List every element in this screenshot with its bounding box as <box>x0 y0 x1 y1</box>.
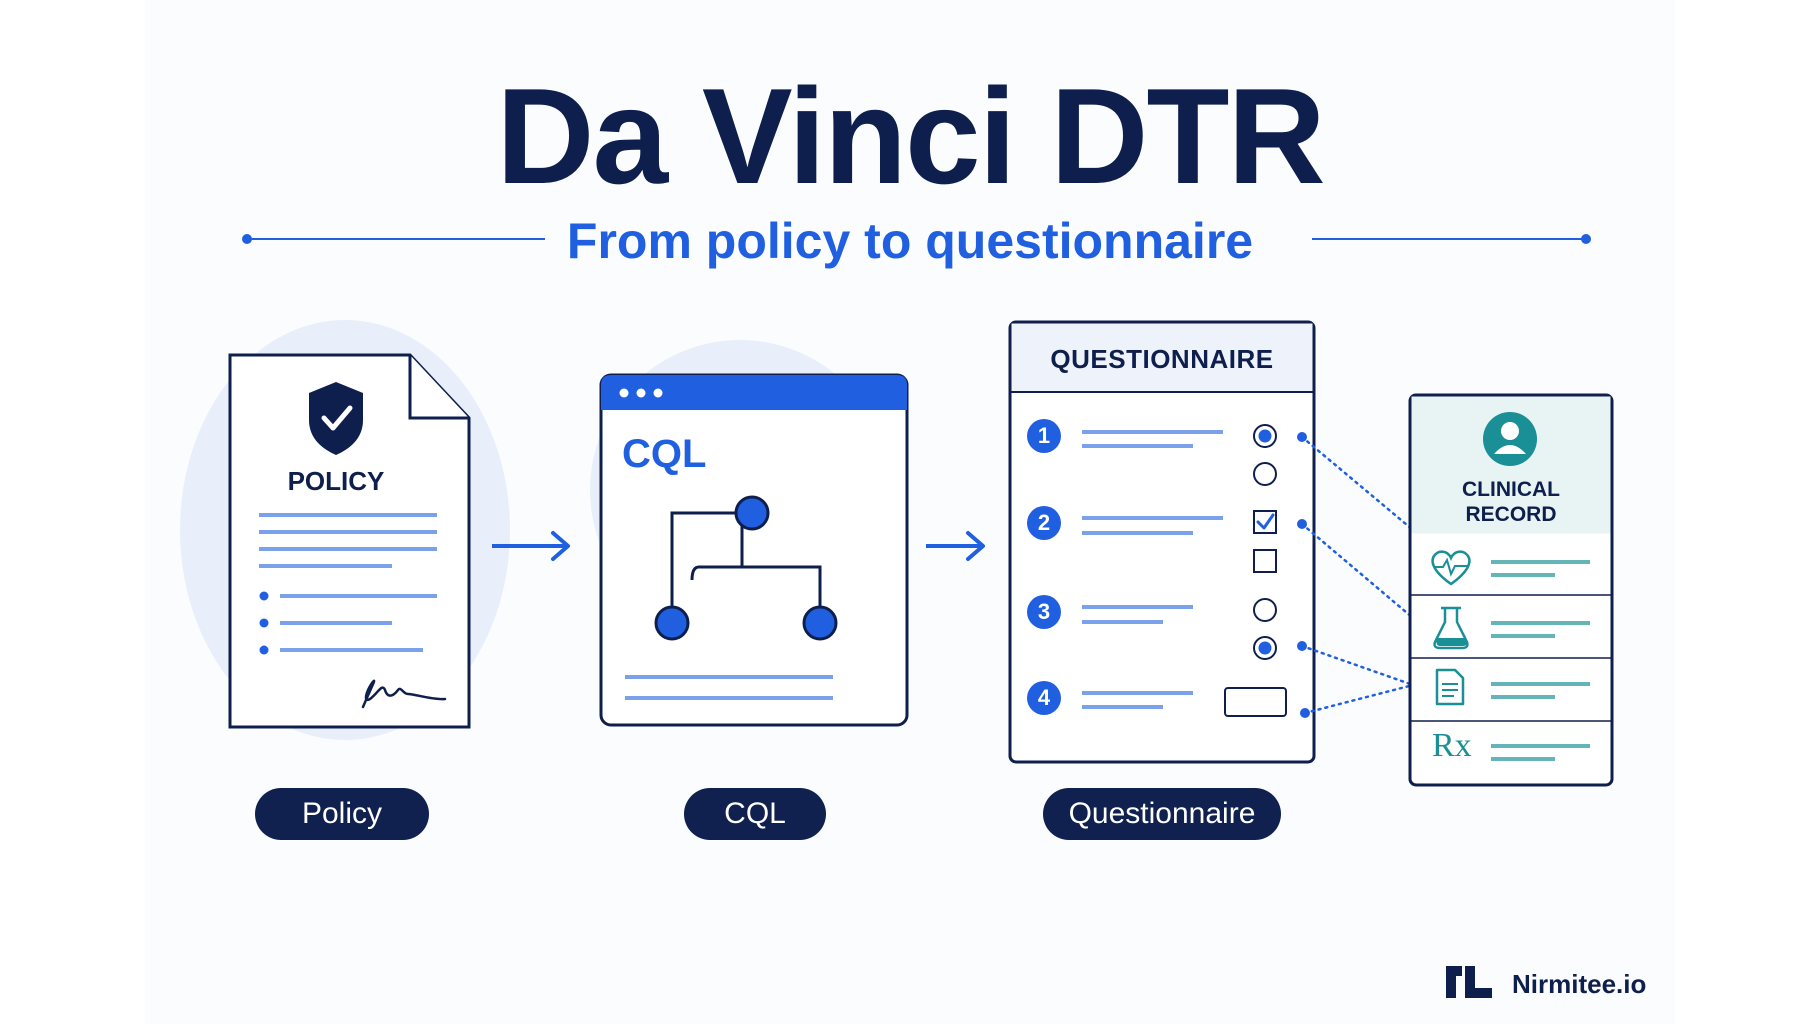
checkbox-q2-empty[interactable] <box>1253 549 1277 573</box>
radio-q3-empty[interactable] <box>1253 598 1277 622</box>
clinical-record-heading: CLINICAL RECORD <box>1412 477 1610 527</box>
policy-pill: Policy <box>255 788 429 840</box>
page-subtitle: From policy to questionnaire <box>566 213 1254 269</box>
questionnaire-card <box>1008 320 1316 764</box>
window-dot <box>619 388 629 398</box>
brand-name: Nirmitee.io <box>1512 969 1647 999</box>
subtitle-rule-left <box>242 234 545 244</box>
cql-window-heading: CQL <box>622 432 707 476</box>
clinical-record-card <box>1408 393 1614 787</box>
questionnaire-pill: Questionnaire <box>1043 788 1281 840</box>
document-icon <box>1435 668 1465 706</box>
signature <box>361 679 447 709</box>
shield-check-icon <box>309 382 363 455</box>
question-number-1: 1 <box>1027 419 1061 453</box>
flask-icon <box>1433 606 1469 650</box>
window-dot <box>636 388 646 398</box>
question-number-3: 3 <box>1027 595 1061 629</box>
heart-pulse-icon <box>1431 550 1471 586</box>
patient-avatar-icon <box>1483 412 1537 466</box>
policy-document <box>228 353 471 729</box>
question-number-2: 2 <box>1027 506 1061 540</box>
clinical-record-heading-line1: CLINICAL <box>1462 478 1560 501</box>
policy-doc-heading: POLICY <box>287 466 385 496</box>
clinical-record-heading-line2: RECORD <box>1465 503 1557 526</box>
questionnaire-heading: QUESTIONNAIRE <box>1050 344 1274 374</box>
cql-window <box>599 373 909 727</box>
arrow-cql-to-questionnaire <box>926 531 985 561</box>
page-title: Da Vinci DTR <box>496 60 1325 212</box>
window-dot <box>653 388 663 398</box>
radio-q3-selected[interactable] <box>1253 636 1277 660</box>
radio-q1-empty[interactable] <box>1253 462 1277 486</box>
nirmitee-logo-icon <box>1446 966 1492 998</box>
text-input-q4[interactable] <box>1224 687 1287 717</box>
cql-pill: CQL <box>684 788 826 840</box>
checkbox-q2-checked[interactable] <box>1253 510 1277 534</box>
arrow-policy-to-cql <box>492 531 570 561</box>
question-number-4: 4 <box>1027 681 1061 715</box>
subtitle-rule-right <box>1312 234 1591 244</box>
rx-icon: Rx <box>1432 727 1472 764</box>
tree-graph-icon <box>654 495 838 641</box>
radio-q1-selected[interactable] <box>1253 424 1277 448</box>
